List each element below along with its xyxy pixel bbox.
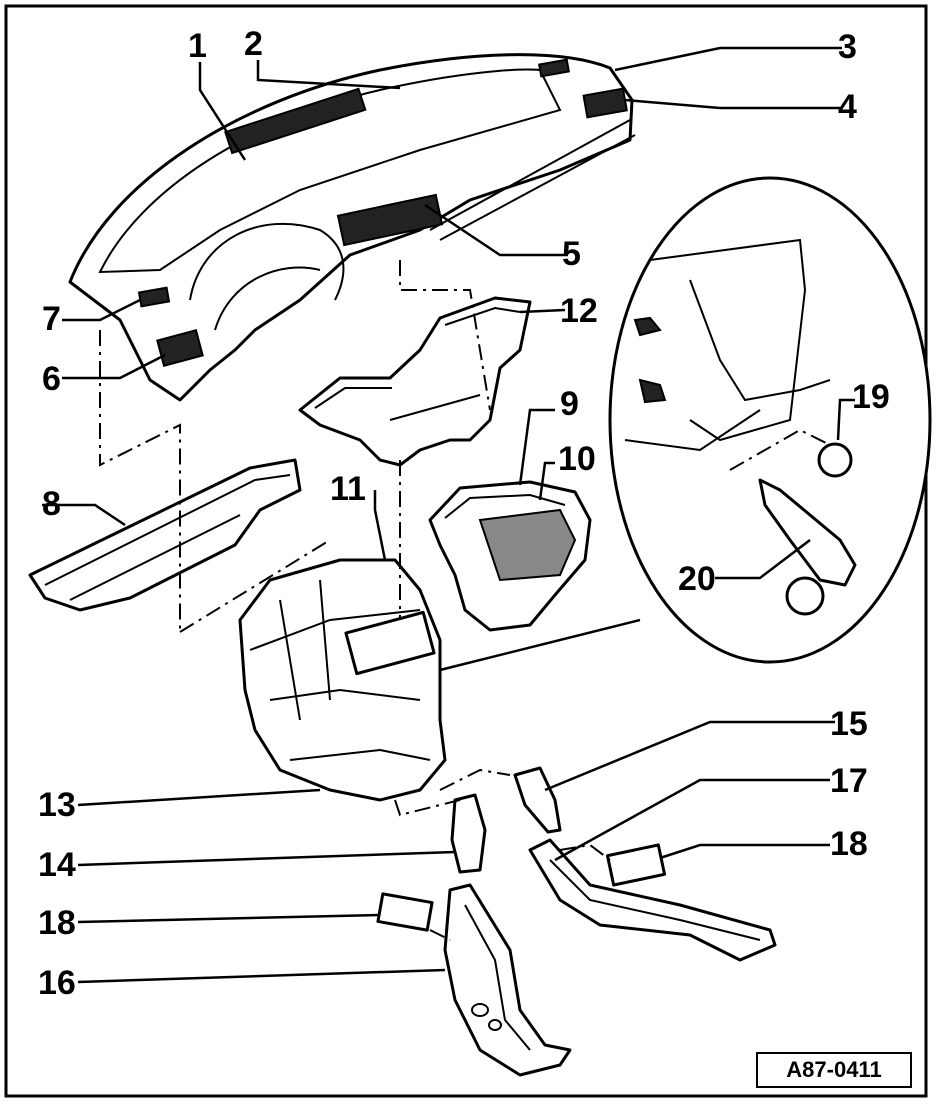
callout-18-right: 18 <box>830 825 868 863</box>
callout-14: 14 <box>38 846 76 884</box>
right-footwell-duct <box>513 766 562 834</box>
blower-housing <box>428 480 592 632</box>
leader-lines <box>42 46 855 984</box>
callout-17: 17 <box>830 762 868 800</box>
callout-19: 19 <box>852 378 890 416</box>
right-rear-duct <box>528 838 777 962</box>
assembly-lines <box>99 260 831 941</box>
callout-12: 12 <box>560 292 598 330</box>
heater-box-assembly <box>238 558 447 802</box>
callout-11: 11 <box>330 470 366 508</box>
callout-5: 5 <box>562 235 581 273</box>
callout-1: 1 <box>188 27 207 65</box>
callout-18-left: 18 <box>38 904 76 942</box>
detail-inset <box>608 176 932 664</box>
rear-grille-left <box>376 892 434 932</box>
air-duct <box>298 296 532 467</box>
callout-6: 6 <box>42 360 61 398</box>
dashboard-panel <box>68 53 636 402</box>
figure-reference-code: A87-0411 <box>756 1052 912 1088</box>
diagram-border <box>4 4 928 1098</box>
callout-15: 15 <box>830 705 868 743</box>
callout-10: 10 <box>558 440 596 478</box>
lower-trim-panel <box>28 458 302 612</box>
callout-7: 7 <box>42 300 61 338</box>
callout-4: 4 <box>838 88 857 126</box>
callouts: 1 2 3 4 5 6 7 8 9 10 11 12 13 14 15 16 1… <box>38 25 890 1002</box>
left-footwell-duct <box>450 793 487 874</box>
rear-grille-right <box>605 843 667 887</box>
callout-9: 9 <box>560 385 579 423</box>
callout-20: 20 <box>678 560 716 598</box>
left-rear-duct <box>443 883 572 1077</box>
callout-2: 2 <box>244 25 263 63</box>
callout-3: 3 <box>838 28 857 66</box>
callout-13: 13 <box>38 786 76 824</box>
callout-8: 8 <box>42 485 61 523</box>
callout-16: 16 <box>38 964 76 1002</box>
